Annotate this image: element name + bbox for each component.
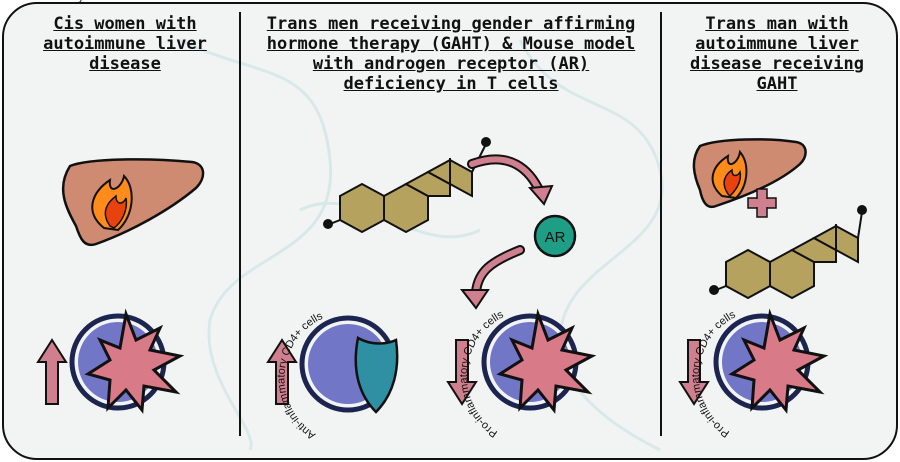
anti-inflammatory-cell <box>299 315 399 414</box>
ar-receptor-icon: AR <box>533 214 577 258</box>
right-flame-icon <box>711 149 748 200</box>
shield-icon <box>354 336 399 414</box>
middle-title-line-4: deficiency in T cells <box>343 74 559 94</box>
left-pro-label: Pro-inflammatory CD4+ cells <box>0 0 141 3</box>
left-up-arrow-icon <box>36 338 68 405</box>
right-title-line-1: Trans man with <box>705 14 849 34</box>
left-liver-icon <box>61 158 205 247</box>
left-title-line-2: autoimmune liver <box>43 34 207 54</box>
middle-panel-title: Trans men receiving gender affirming hor… <box>243 14 659 94</box>
middle-title-line-1: Trans men receiving gender affirming <box>266 14 636 34</box>
right-title-line-2: autoimmune liver <box>695 34 859 54</box>
right-panel-title: Trans man with autoimmune liver disease … <box>664 14 890 94</box>
left-panel-title: Cis women with autoimmune liver disease <box>12 14 238 74</box>
middle-down-arrow-icon <box>446 339 478 406</box>
right-down-arrow-icon <box>678 339 710 406</box>
right-title-line-4: GAHT <box>756 74 798 94</box>
middle-title-line-3: with androgen receptor (AR) <box>312 54 590 74</box>
svg-text:AR: AR <box>545 229 566 246</box>
plus-icon <box>747 188 777 218</box>
right-liver-icon <box>692 138 807 209</box>
left-title-line-1: Cis women with <box>53 14 197 34</box>
left-flame-icon <box>91 173 133 232</box>
middle-title-line-2: hormone therapy (GAHT) & Mouse model <box>266 34 636 54</box>
right-title-line-3: disease receiving <box>690 54 864 74</box>
left-title-line-3: disease <box>89 54 161 74</box>
right-steroid-molecule-icon <box>709 205 867 299</box>
middle-up-arrow-icon <box>266 338 298 405</box>
